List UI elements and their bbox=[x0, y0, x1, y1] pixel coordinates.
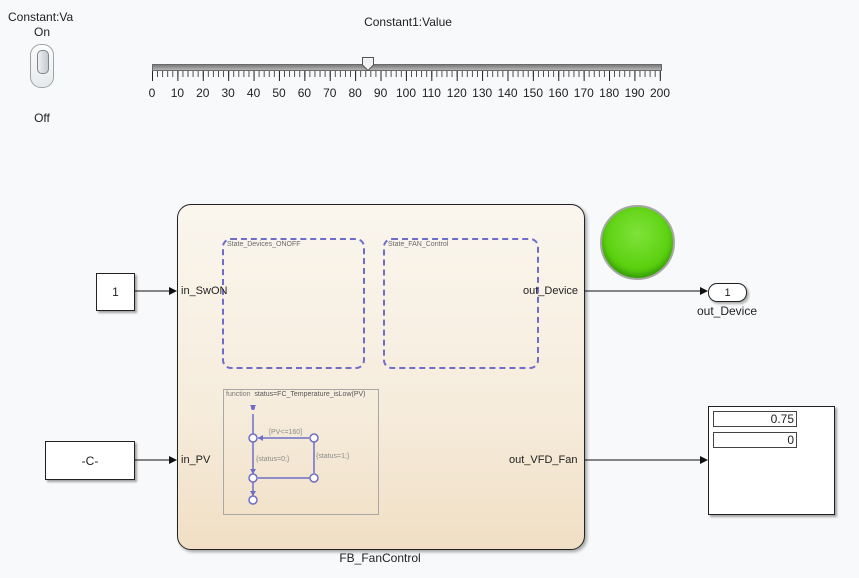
flow-graph bbox=[248, 405, 319, 505]
state-devices-onoff[interactable]: State_Devices_ONOFF bbox=[222, 238, 365, 369]
display-value: 0 bbox=[713, 432, 797, 448]
outport-number: 1 bbox=[724, 286, 731, 299]
outport-name: out_Device bbox=[696, 304, 758, 318]
slider-tick-label: 0 bbox=[148, 86, 156, 100]
slider-major-ticks bbox=[152, 71, 660, 81]
function-title: function status=FC_Temperature_isLow(PV) bbox=[226, 391, 366, 398]
toggle-off-label: Off bbox=[34, 111, 50, 125]
slider-tick-label: 120 bbox=[446, 86, 467, 100]
slider-label: Constant1:Value bbox=[364, 15, 452, 29]
display-value: 0.75 bbox=[713, 411, 797, 427]
slider-tick-label: 200 bbox=[649, 86, 671, 100]
slider-track[interactable] bbox=[152, 64, 662, 71]
slider-tick-label: 150 bbox=[522, 86, 544, 100]
toggle-label: Constant:Va bbox=[8, 10, 74, 24]
toggle-lever-icon[interactable] bbox=[37, 50, 49, 74]
function-signature: status=FC_Temperature_isLow(PV) bbox=[254, 391, 366, 398]
output-port-label: out_VFD_Fan bbox=[509, 454, 578, 466]
slider-tick-label: 100 bbox=[395, 86, 417, 100]
input-port-label: in_PV bbox=[181, 454, 211, 466]
slider-tick-label: 80 bbox=[348, 86, 362, 100]
slider-tick-label: 70 bbox=[323, 86, 337, 100]
slider-tick-label: 90 bbox=[373, 86, 388, 100]
slider-tick-label: 110 bbox=[421, 86, 441, 100]
slider-tick-label: 60 bbox=[297, 86, 312, 100]
constant-block-1[interactable]: 1 bbox=[96, 273, 135, 311]
function-keyword: function bbox=[226, 391, 251, 398]
constant-value: -C- bbox=[81, 453, 99, 468]
graphical-function-box[interactable]: function status=FC_Temperature_isLow(PV)… bbox=[223, 389, 379, 515]
stateflow-chart-block[interactable] bbox=[177, 204, 585, 550]
action-true-label: {status=1;} bbox=[316, 453, 350, 460]
input-port-label: in_SwON bbox=[181, 285, 228, 297]
slider-tick-label: 180 bbox=[599, 86, 620, 100]
slider-tick-label: 140 bbox=[497, 86, 518, 100]
state-title: State_Devices_ONOFF bbox=[227, 241, 301, 248]
chart-block-name: FB_FanControl bbox=[339, 551, 421, 565]
toggle-on-label: On bbox=[33, 25, 50, 39]
slider-tick-label: 30 bbox=[221, 86, 235, 100]
state-title: State_FAN_Control bbox=[388, 241, 449, 248]
toggle-switch[interactable] bbox=[30, 44, 54, 88]
outport-block[interactable]: 1 bbox=[708, 283, 747, 302]
constant-block-c[interactable]: -C- bbox=[45, 441, 135, 480]
slider-tick-label: 130 bbox=[472, 86, 493, 100]
state-fan-control[interactable]: State_FAN_Control bbox=[383, 238, 539, 369]
constant-value: 1 bbox=[112, 285, 119, 299]
slider-tick-label: 40 bbox=[246, 86, 261, 100]
slider-tick-label: 20 bbox=[196, 86, 210, 100]
output-port-label: out_Device bbox=[523, 285, 579, 297]
slider-tick-label: 190 bbox=[624, 86, 645, 100]
slider-tick-label: 160 bbox=[548, 86, 569, 100]
slider-tick-label: 10 bbox=[170, 86, 185, 100]
lamp-indicator[interactable] bbox=[600, 205, 675, 280]
condition-label: [PV<=160] bbox=[269, 429, 303, 436]
slider-thumb[interactable] bbox=[361, 57, 374, 71]
display-block[interactable]: 0.75 0 bbox=[708, 406, 835, 515]
slider-tick-label: 50 bbox=[272, 86, 286, 100]
action-false-label: {status=0;} bbox=[256, 456, 290, 463]
slider-tick-label: 170 bbox=[573, 86, 594, 100]
